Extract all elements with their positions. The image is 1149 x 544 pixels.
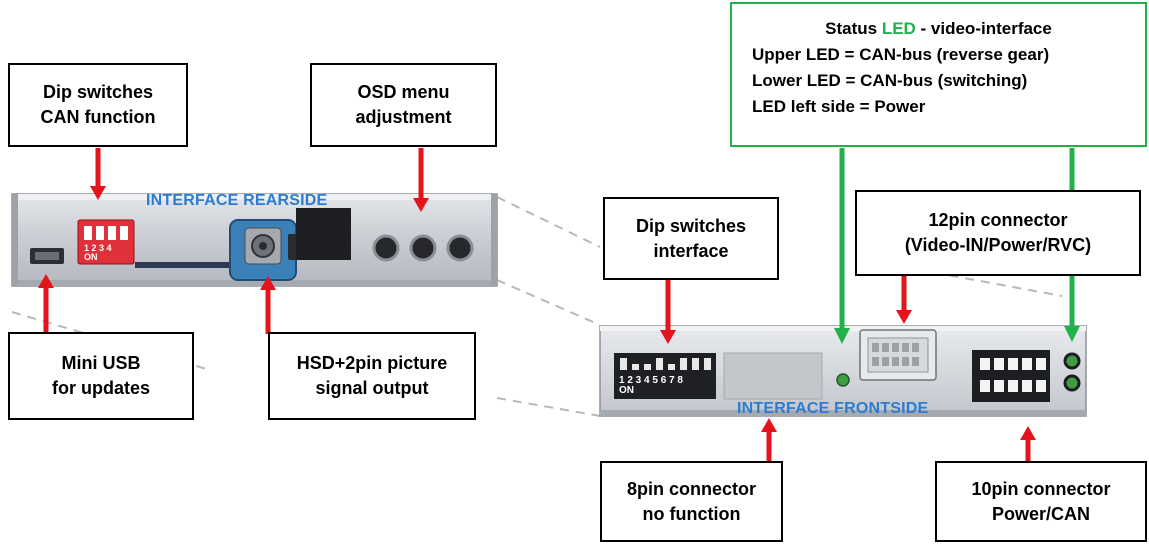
status-title: Status LED - video-interface (825, 19, 1052, 38)
label-12pin: 12pin connector(Video-IN/Power/RVC) (855, 190, 1141, 276)
8pin-connector (723, 352, 823, 400)
status-line-upper: Upper LED = CAN-bus (reverse gear) (752, 45, 1050, 64)
rear-interface-device (11, 193, 498, 287)
arrow-hsd (260, 276, 276, 334)
status-line-lower: Lower LED = CAN-bus (switching) (752, 71, 1028, 90)
power-led (836, 373, 850, 387)
arrow-8pin (761, 418, 777, 462)
12pin-connector (859, 329, 937, 381)
arrow-led-left (834, 148, 850, 344)
status-led-box: Status LED - video-interface Upper LED =… (730, 2, 1147, 147)
led-word: LED (881, 19, 916, 38)
arrow-dip-can (90, 148, 106, 200)
front-dip-switch (614, 353, 716, 399)
arrow-10pin (1020, 426, 1036, 462)
status-line-left: LED left side = Power (752, 97, 926, 116)
osd-buttons (372, 234, 474, 262)
10pin-connector (972, 350, 1050, 402)
arrow-mini-usb (38, 274, 54, 334)
hsd-connector (229, 208, 351, 281)
rear-dip-switch (77, 219, 135, 265)
arrow-osd (413, 148, 429, 212)
arrow-12pin (896, 275, 912, 324)
rear-device-label: INTERFACE REARSIDE (146, 192, 328, 209)
status-leds (1063, 352, 1081, 392)
front-device-label: INTERFACE FRONTSIDE (737, 400, 929, 417)
arrow-dip-interface (660, 280, 676, 344)
red-arrows (38, 148, 1036, 462)
mini-usb-port (30, 248, 64, 264)
